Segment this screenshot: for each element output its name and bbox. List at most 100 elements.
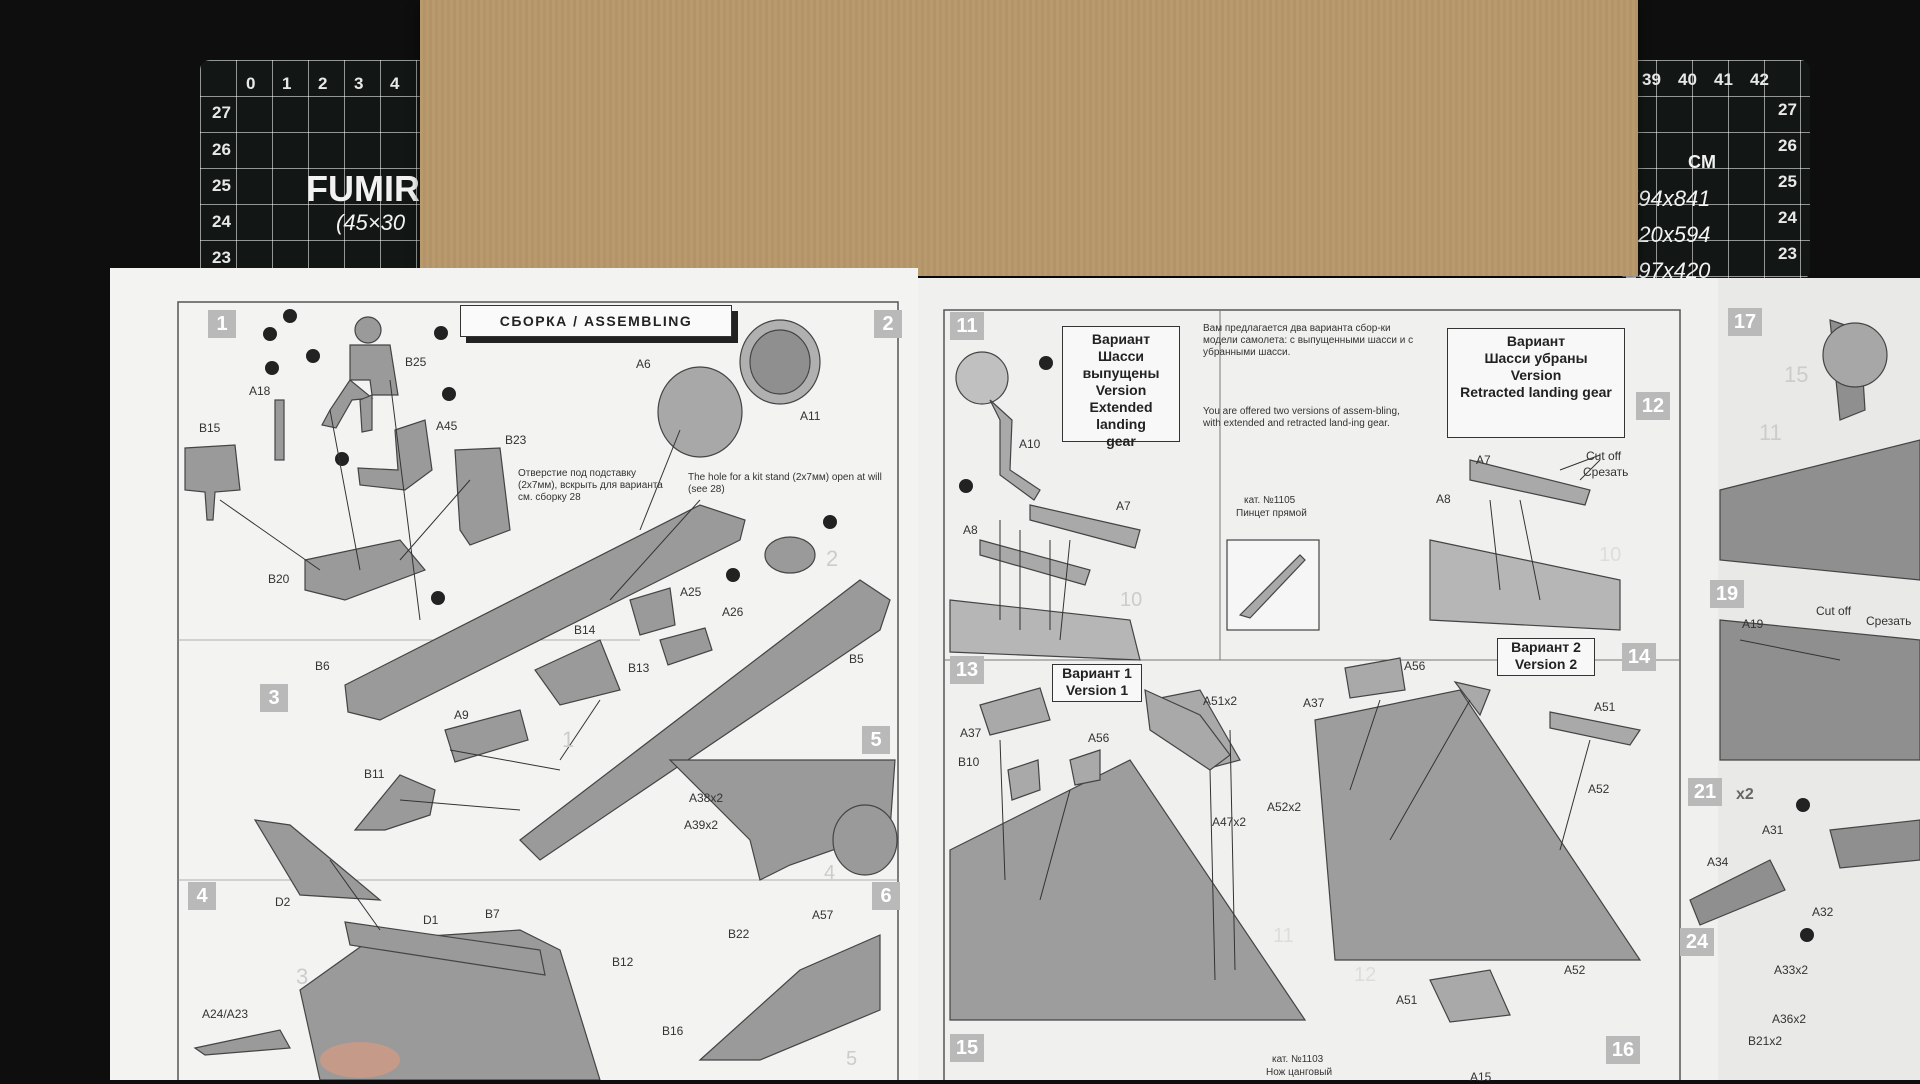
- part-label: B11: [364, 767, 385, 781]
- cardboard-sheet: [420, 0, 1638, 276]
- part-label: A51: [1594, 700, 1616, 714]
- part-label: A11: [800, 409, 821, 423]
- part-label: B23: [505, 433, 527, 447]
- ruler-number: 25: [1778, 172, 1797, 191]
- ruler-number: 25: [212, 176, 231, 195]
- diagram-number: 3: [296, 964, 309, 989]
- mat-size-label: 420x594: [1626, 222, 1711, 247]
- part-label: A19: [1742, 617, 1764, 631]
- step-number: 6: [872, 882, 900, 910]
- variant-text: gear: [1106, 433, 1136, 449]
- ruler-number: 23: [212, 248, 231, 267]
- diagram-number: 15: [1784, 362, 1809, 387]
- part-label: A52x2: [1267, 800, 1302, 814]
- part-label: A37: [960, 726, 982, 740]
- part-label: A8: [1436, 492, 1451, 506]
- ruler-number: 26: [1778, 136, 1797, 155]
- ruler-number: 23: [1778, 244, 1797, 263]
- hole-note-en: The hole for a kit stand (2x7мм) open at…: [688, 472, 882, 495]
- ruler-number: 27: [1778, 100, 1797, 119]
- variant2-box: Вариант 2 Version 2: [1497, 638, 1595, 676]
- step-number: 17: [1728, 308, 1762, 336]
- ruler-number: 24: [212, 212, 231, 231]
- variant-text: Шасси убраны: [1484, 350, 1588, 366]
- part-label: A6: [636, 357, 651, 371]
- mat-brand: FUMIR: [306, 168, 420, 209]
- part-label: A38x2: [689, 791, 724, 805]
- variant-text: выпущены: [1082, 365, 1160, 381]
- diagram-number: 12: [1354, 964, 1377, 986]
- tool-catalog-number: кат. №1103: [1272, 1054, 1324, 1065]
- variant-text: Retracted landing gear: [1460, 384, 1612, 400]
- part-label: A34: [1707, 855, 1729, 869]
- part-label: A52: [1588, 782, 1610, 796]
- diagram-number: 11: [1759, 420, 1782, 445]
- part-label: A36x2: [1772, 1012, 1807, 1026]
- step-number: 11: [950, 312, 984, 340]
- step-number: 13: [950, 656, 984, 684]
- diagram-number: 10: [1599, 544, 1622, 566]
- part-label: B15: [199, 421, 221, 435]
- part-label: A15: [1470, 1070, 1492, 1084]
- part-label: B7: [485, 907, 500, 921]
- variant-text: Extended landing: [1089, 399, 1153, 432]
- part-label: B22: [728, 927, 750, 941]
- tool-name: Пинцет прямой: [1236, 508, 1307, 519]
- part-label: A39x2: [684, 818, 719, 832]
- part-label: B25: [405, 355, 427, 369]
- mat-size-label: 594x841: [1626, 186, 1711, 211]
- part-label: A31: [1762, 823, 1784, 837]
- diagram-number: 11: [1273, 925, 1294, 947]
- intro-text-en: You are offered two versions of assem-bl…: [1203, 406, 1400, 429]
- tool-name: Нож цанговый: [1266, 1067, 1333, 1078]
- ruler-number: 42: [1750, 70, 1769, 89]
- cut-off-label: Cut off: [1816, 604, 1852, 618]
- diagram-number: 10: [1120, 589, 1143, 611]
- part-label: A7: [1116, 499, 1131, 513]
- part-label: A24/A23: [202, 1007, 249, 1021]
- part-label: A7: [1476, 453, 1491, 467]
- cutting-mat-right: 39 40 41 42 27 26 25 24 23 CM 594x841 42…: [1620, 60, 1810, 280]
- part-label: D1: [423, 913, 439, 927]
- cut-off-label: Срезать: [1866, 614, 1912, 628]
- diagram-number: 2: [826, 546, 839, 571]
- part-label: A56: [1088, 731, 1110, 745]
- part-label: B6: [315, 659, 330, 673]
- variant-text: Version: [1095, 382, 1147, 398]
- step-number: 16: [1606, 1036, 1640, 1064]
- part-label: A47x2: [1212, 815, 1247, 829]
- diagram-number: 5: [846, 1048, 858, 1070]
- variant-text: Version 2: [1514, 656, 1578, 672]
- ruler-number: 26: [212, 140, 231, 159]
- ruler-number: 41: [1714, 70, 1733, 89]
- hole-note-ru: Отверстие под подставку (2х7мм), вскрыть…: [518, 468, 663, 503]
- part-label: B21x2: [1748, 1034, 1783, 1048]
- step-number: 12: [1636, 392, 1670, 420]
- diagram-number: 1: [562, 727, 575, 752]
- ruler-number: 3: [354, 74, 364, 93]
- part-label: A33x2: [1774, 963, 1809, 977]
- part-label: A32: [1812, 905, 1834, 919]
- variant-text: Version 1: [1065, 682, 1129, 698]
- diagram-number: 4: [824, 862, 836, 884]
- part-label: A26: [722, 605, 744, 619]
- ruler-number: 4: [390, 74, 400, 93]
- cut-off-label: Срезать: [1583, 465, 1629, 479]
- assembly-title: СБОРКА / ASSEMBLING: [460, 305, 732, 337]
- step-number: 5: [862, 726, 890, 754]
- variant-extended-box: Вариант Шасси выпущены Version Extended …: [1062, 326, 1180, 449]
- step-number: 14: [1622, 643, 1656, 671]
- part-label: A57: [812, 908, 834, 922]
- part-label: B5: [849, 652, 864, 666]
- variant1-box: Вариант 1 Version 1: [1052, 664, 1142, 702]
- step-number: 15: [950, 1034, 984, 1062]
- mat-size: (45×30: [336, 210, 406, 235]
- quantity-label: x2: [1736, 786, 1754, 803]
- step-number: 21: [1688, 778, 1722, 806]
- intro-text-ru: Вам предлагается два варианта сбор-ки мо…: [1203, 323, 1414, 358]
- part-label: B10: [958, 755, 980, 769]
- part-label: B16: [662, 1024, 684, 1038]
- part-label: A9: [454, 708, 469, 722]
- step-number: 3: [260, 684, 288, 712]
- ruler-number: 27: [212, 103, 231, 122]
